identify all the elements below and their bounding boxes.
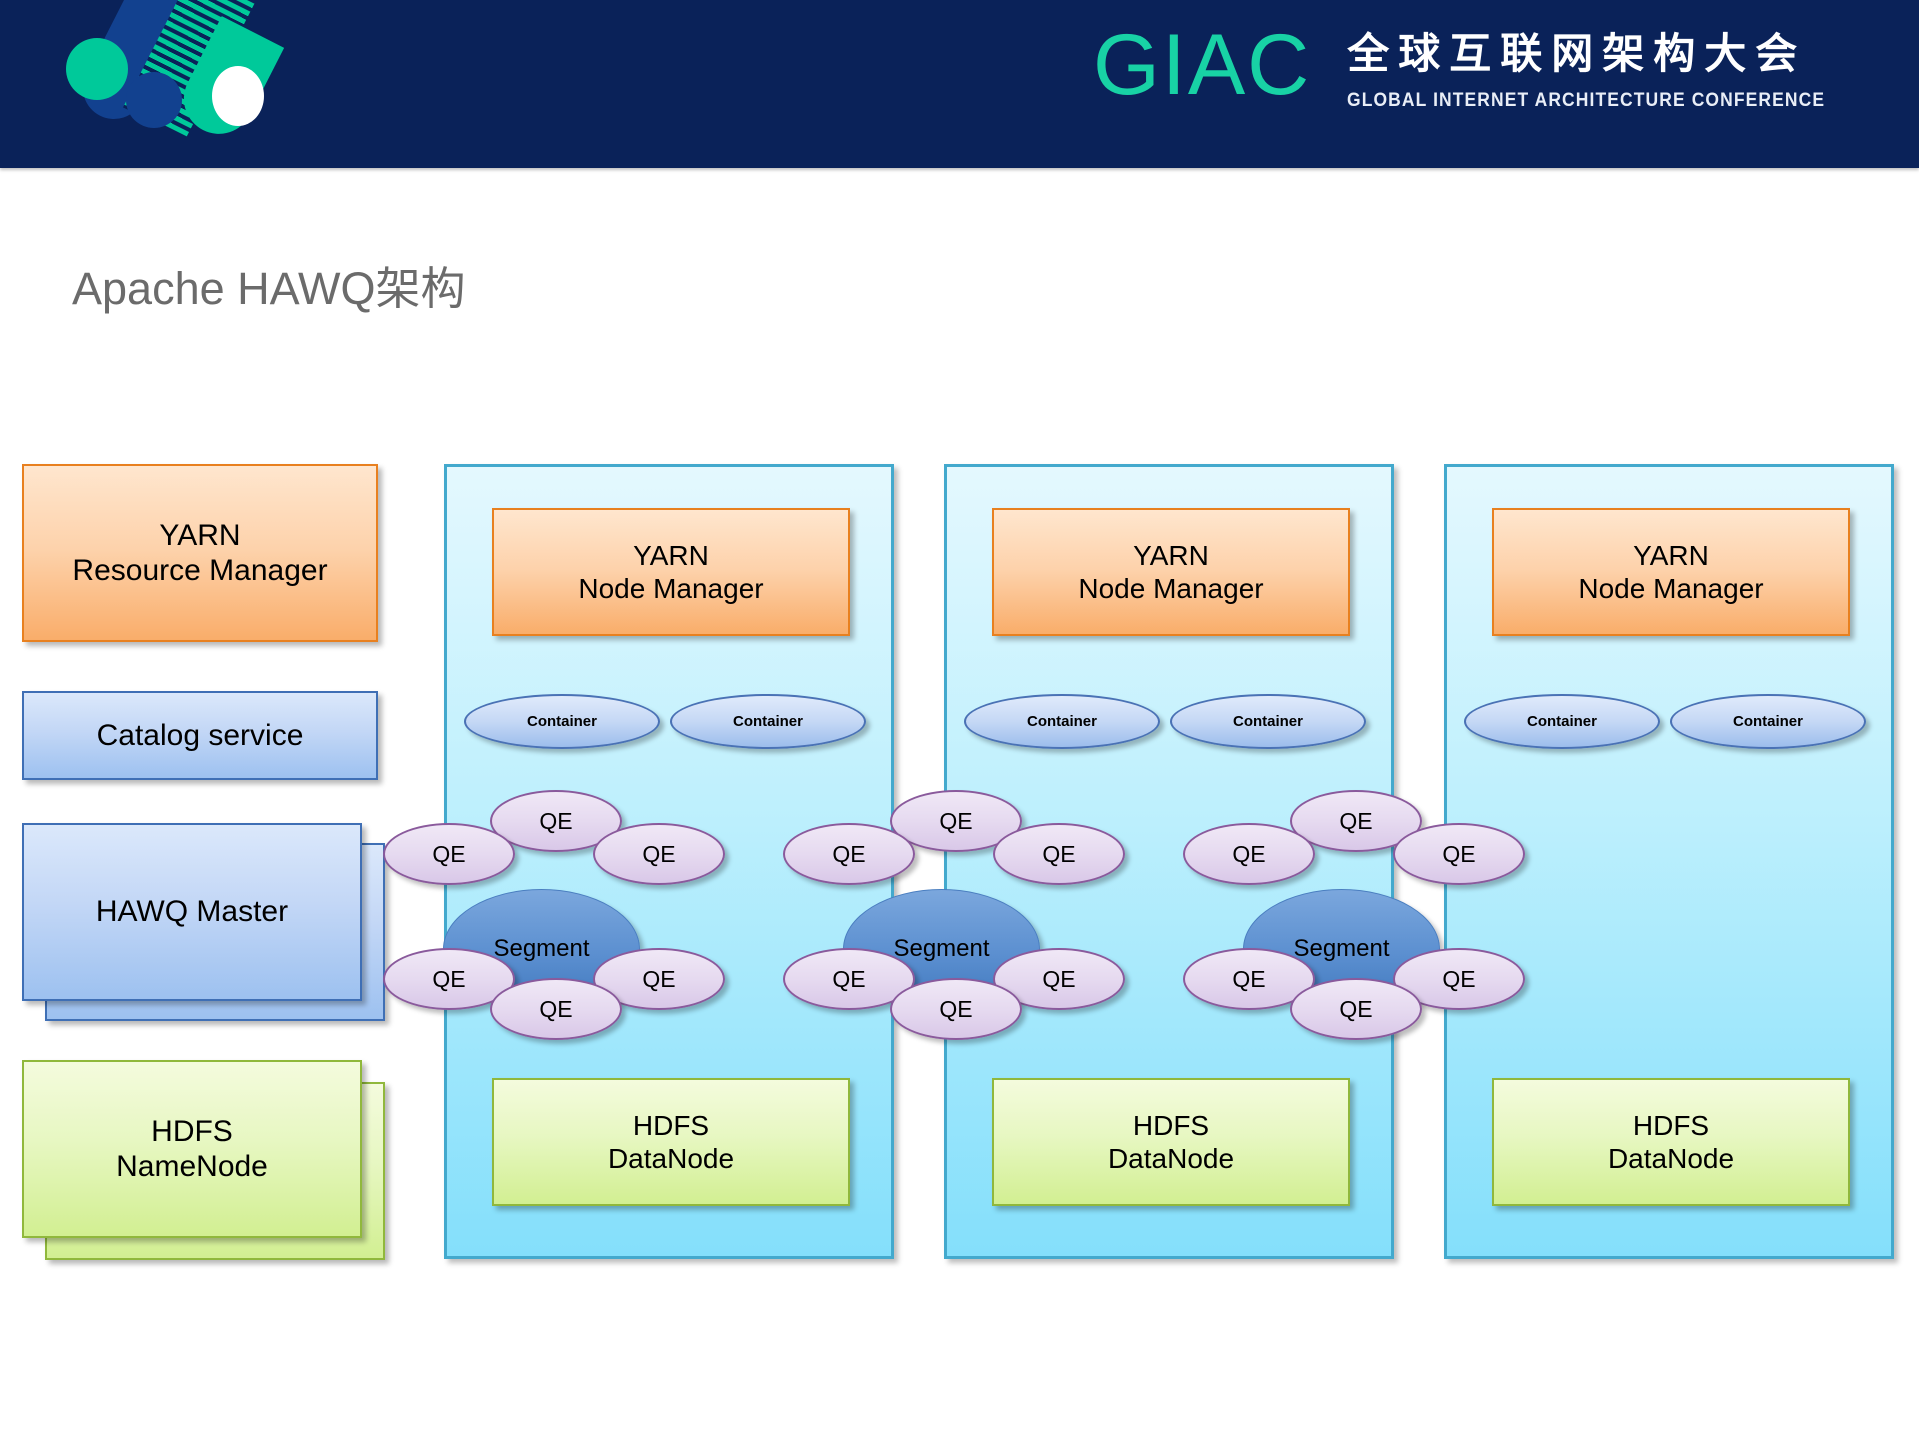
- page-title: Apache HAWQ架构: [72, 263, 466, 314]
- container-label-3b: Container: [1732, 713, 1803, 730]
- hdfs-dn-line2-1: DataNode: [607, 1143, 735, 1174]
- qe-label-1-upper-left: QE: [432, 840, 466, 867]
- qe-label-2-lower-left: QE: [832, 965, 866, 992]
- container-label-1a: Container: [526, 713, 597, 730]
- container-label-1b: Container: [732, 713, 803, 730]
- yarn-resource-manager-label: YARN Resource Manager: [72, 518, 327, 589]
- giac-chinese-name: 全球互联网架构大会: [1347, 29, 1807, 78]
- qe-label-1-upper-right: QE: [642, 840, 676, 867]
- hdfs-datanode-box-2: HDFS DataNode: [992, 1078, 1350, 1206]
- qe-ellipse-1-bottom: QE: [490, 978, 622, 1040]
- yarn-nm-line2-3: Node Manager: [1578, 573, 1764, 604]
- giac-wordmark: GIAC: [1093, 17, 1312, 113]
- catalog-service-box: Catalog service: [22, 691, 378, 780]
- qe-label-3-lower-left: QE: [1232, 965, 1266, 992]
- container-ellipse-2a: Container: [964, 694, 1160, 749]
- qe-label-3-lower-right: QE: [1442, 965, 1476, 992]
- header-inner: GIAC 全球互联网架构大会 GLOBAL INTERNET ARCHITECT…: [4, 0, 1915, 164]
- qe-ellipse-2-bottom: QE: [890, 978, 1022, 1040]
- hdfs-dn-line2-3: DataNode: [1607, 1143, 1735, 1174]
- qe-label-3-upper-right: QE: [1442, 840, 1476, 867]
- container-ellipse-3b: Container: [1670, 694, 1866, 749]
- qe-label-2-upper-right: QE: [1042, 840, 1076, 867]
- hdfs-namenode-label: HDFS NameNode: [116, 1114, 268, 1185]
- qe-label-1-top: QE: [539, 807, 573, 834]
- hdfs-dn-line2-2: DataNode: [1107, 1143, 1235, 1174]
- logo-white-circle-icon: [212, 66, 264, 126]
- qe-ellipse-3-upper-right: QE: [1393, 823, 1525, 885]
- hdfs-namenode-box: HDFS NameNode: [22, 1060, 362, 1238]
- hdfs-dn-line1-1: HDFS: [632, 1109, 710, 1141]
- yarn-nm-label-2: YARN Node Manager: [1078, 539, 1263, 605]
- giac-brand-text: 全球互联网架构大会 GLOBAL INTERNET ARCHITECTURE C…: [1347, 22, 1867, 114]
- qe-label-2-lower-right: QE: [1042, 965, 1076, 992]
- giac-brand-lockup: GIAC 全球互联网架构大会 GLOBAL INTERNET ARCHITECT…: [1093, 22, 1867, 114]
- qe-label-1-bottom: QE: [539, 995, 573, 1022]
- qe-ellipse-3-bottom: QE: [1290, 978, 1422, 1040]
- yarn-resource-manager-box: YARN Resource Manager: [22, 464, 378, 642]
- logo-teal-circle-icon: [66, 38, 128, 100]
- qe-label-2-upper-left: QE: [832, 840, 866, 867]
- hdfs-dn-line1-2: HDFS: [1132, 1109, 1210, 1141]
- container-ellipse-3a: Container: [1464, 694, 1660, 749]
- yarn-nm-line1-3: YARN: [1633, 539, 1709, 571]
- yarn-nm-line1-2: YARN: [1133, 539, 1209, 571]
- segment-label-3: Segment: [1293, 935, 1390, 962]
- qe-ellipse-1-top: QE: [490, 790, 622, 852]
- container-ellipse-1b: Container: [670, 694, 866, 749]
- giac-english-name: GLOBAL INTERNET ARCHITECTURE CONFERENCE: [1347, 90, 1826, 111]
- hawq-master-box: HAWQ Master: [22, 823, 362, 1001]
- yarn-node-manager-box-1: YARN Node Manager: [492, 508, 850, 636]
- qe-label-1-lower-right: QE: [642, 965, 676, 992]
- qe-ellipse-1-upper-left: QE: [383, 823, 515, 885]
- hdfs-datanode-box-3: HDFS DataNode: [1492, 1078, 1850, 1206]
- container-ellipse-1a: Container: [464, 694, 660, 749]
- yarn-rm-line1: YARN: [159, 518, 241, 552]
- qe-label-2-bottom: QE: [939, 995, 973, 1022]
- yarn-node-manager-box-3: YARN Node Manager: [1492, 508, 1850, 636]
- qe-label-3-bottom: QE: [1339, 995, 1373, 1022]
- container-label-2a: Container: [1026, 713, 1097, 730]
- qe-ellipse-2-upper-right: QE: [993, 823, 1125, 885]
- yarn-nm-line2-2: Node Manager: [1078, 573, 1264, 604]
- giac-header-banner: GIAC 全球互联网架构大会 GLOBAL INTERNET ARCHITECT…: [0, 0, 1919, 168]
- qe-ellipse-1-upper-right: QE: [593, 823, 725, 885]
- hdfs-dn-label-1: HDFS DataNode: [608, 1109, 734, 1175]
- container-label-2b: Container: [1232, 713, 1303, 730]
- hdfs-datanode-box-1: HDFS DataNode: [492, 1078, 850, 1206]
- giac-logo-mark: [44, 0, 324, 164]
- qe-label-3-top: QE: [1339, 807, 1373, 834]
- hdfs-dn-line1-3: HDFS: [1632, 1109, 1710, 1141]
- hdfs-dn-label-2: HDFS DataNode: [1108, 1109, 1234, 1175]
- hdfs-nn-line1: HDFS: [151, 1114, 233, 1148]
- container-label-3a: Container: [1526, 713, 1597, 730]
- yarn-nm-line1-1: YARN: [633, 539, 709, 571]
- yarn-nm-line2-1: Node Manager: [578, 573, 764, 604]
- yarn-node-manager-box-2: YARN Node Manager: [992, 508, 1350, 636]
- catalog-service-label: Catalog service: [96, 718, 304, 752]
- qe-ellipse-2-upper-left: QE: [783, 823, 915, 885]
- hdfs-nn-line2: NameNode: [116, 1150, 268, 1183]
- yarn-nm-label-3: YARN Node Manager: [1578, 539, 1763, 605]
- qe-label-2-top: QE: [939, 807, 973, 834]
- segment-label-1: Segment: [493, 935, 590, 962]
- hdfs-dn-label-3: HDFS DataNode: [1608, 1109, 1734, 1175]
- qe-ellipse-3-upper-left: QE: [1183, 823, 1315, 885]
- qe-ellipse-1-lower-right: QE: [593, 948, 725, 1010]
- container-ellipse-2b: Container: [1170, 694, 1366, 749]
- hawq-master-label: HAWQ Master: [95, 895, 289, 929]
- yarn-nm-label-1: YARN Node Manager: [578, 539, 763, 605]
- segment-label-2: Segment: [893, 935, 990, 962]
- qe-label-1-lower-left: QE: [432, 965, 466, 992]
- qe-label-3-upper-left: QE: [1232, 840, 1266, 867]
- yarn-rm-line2: Resource Manager: [72, 554, 328, 587]
- logo-blue-circle-icon: [126, 72, 182, 128]
